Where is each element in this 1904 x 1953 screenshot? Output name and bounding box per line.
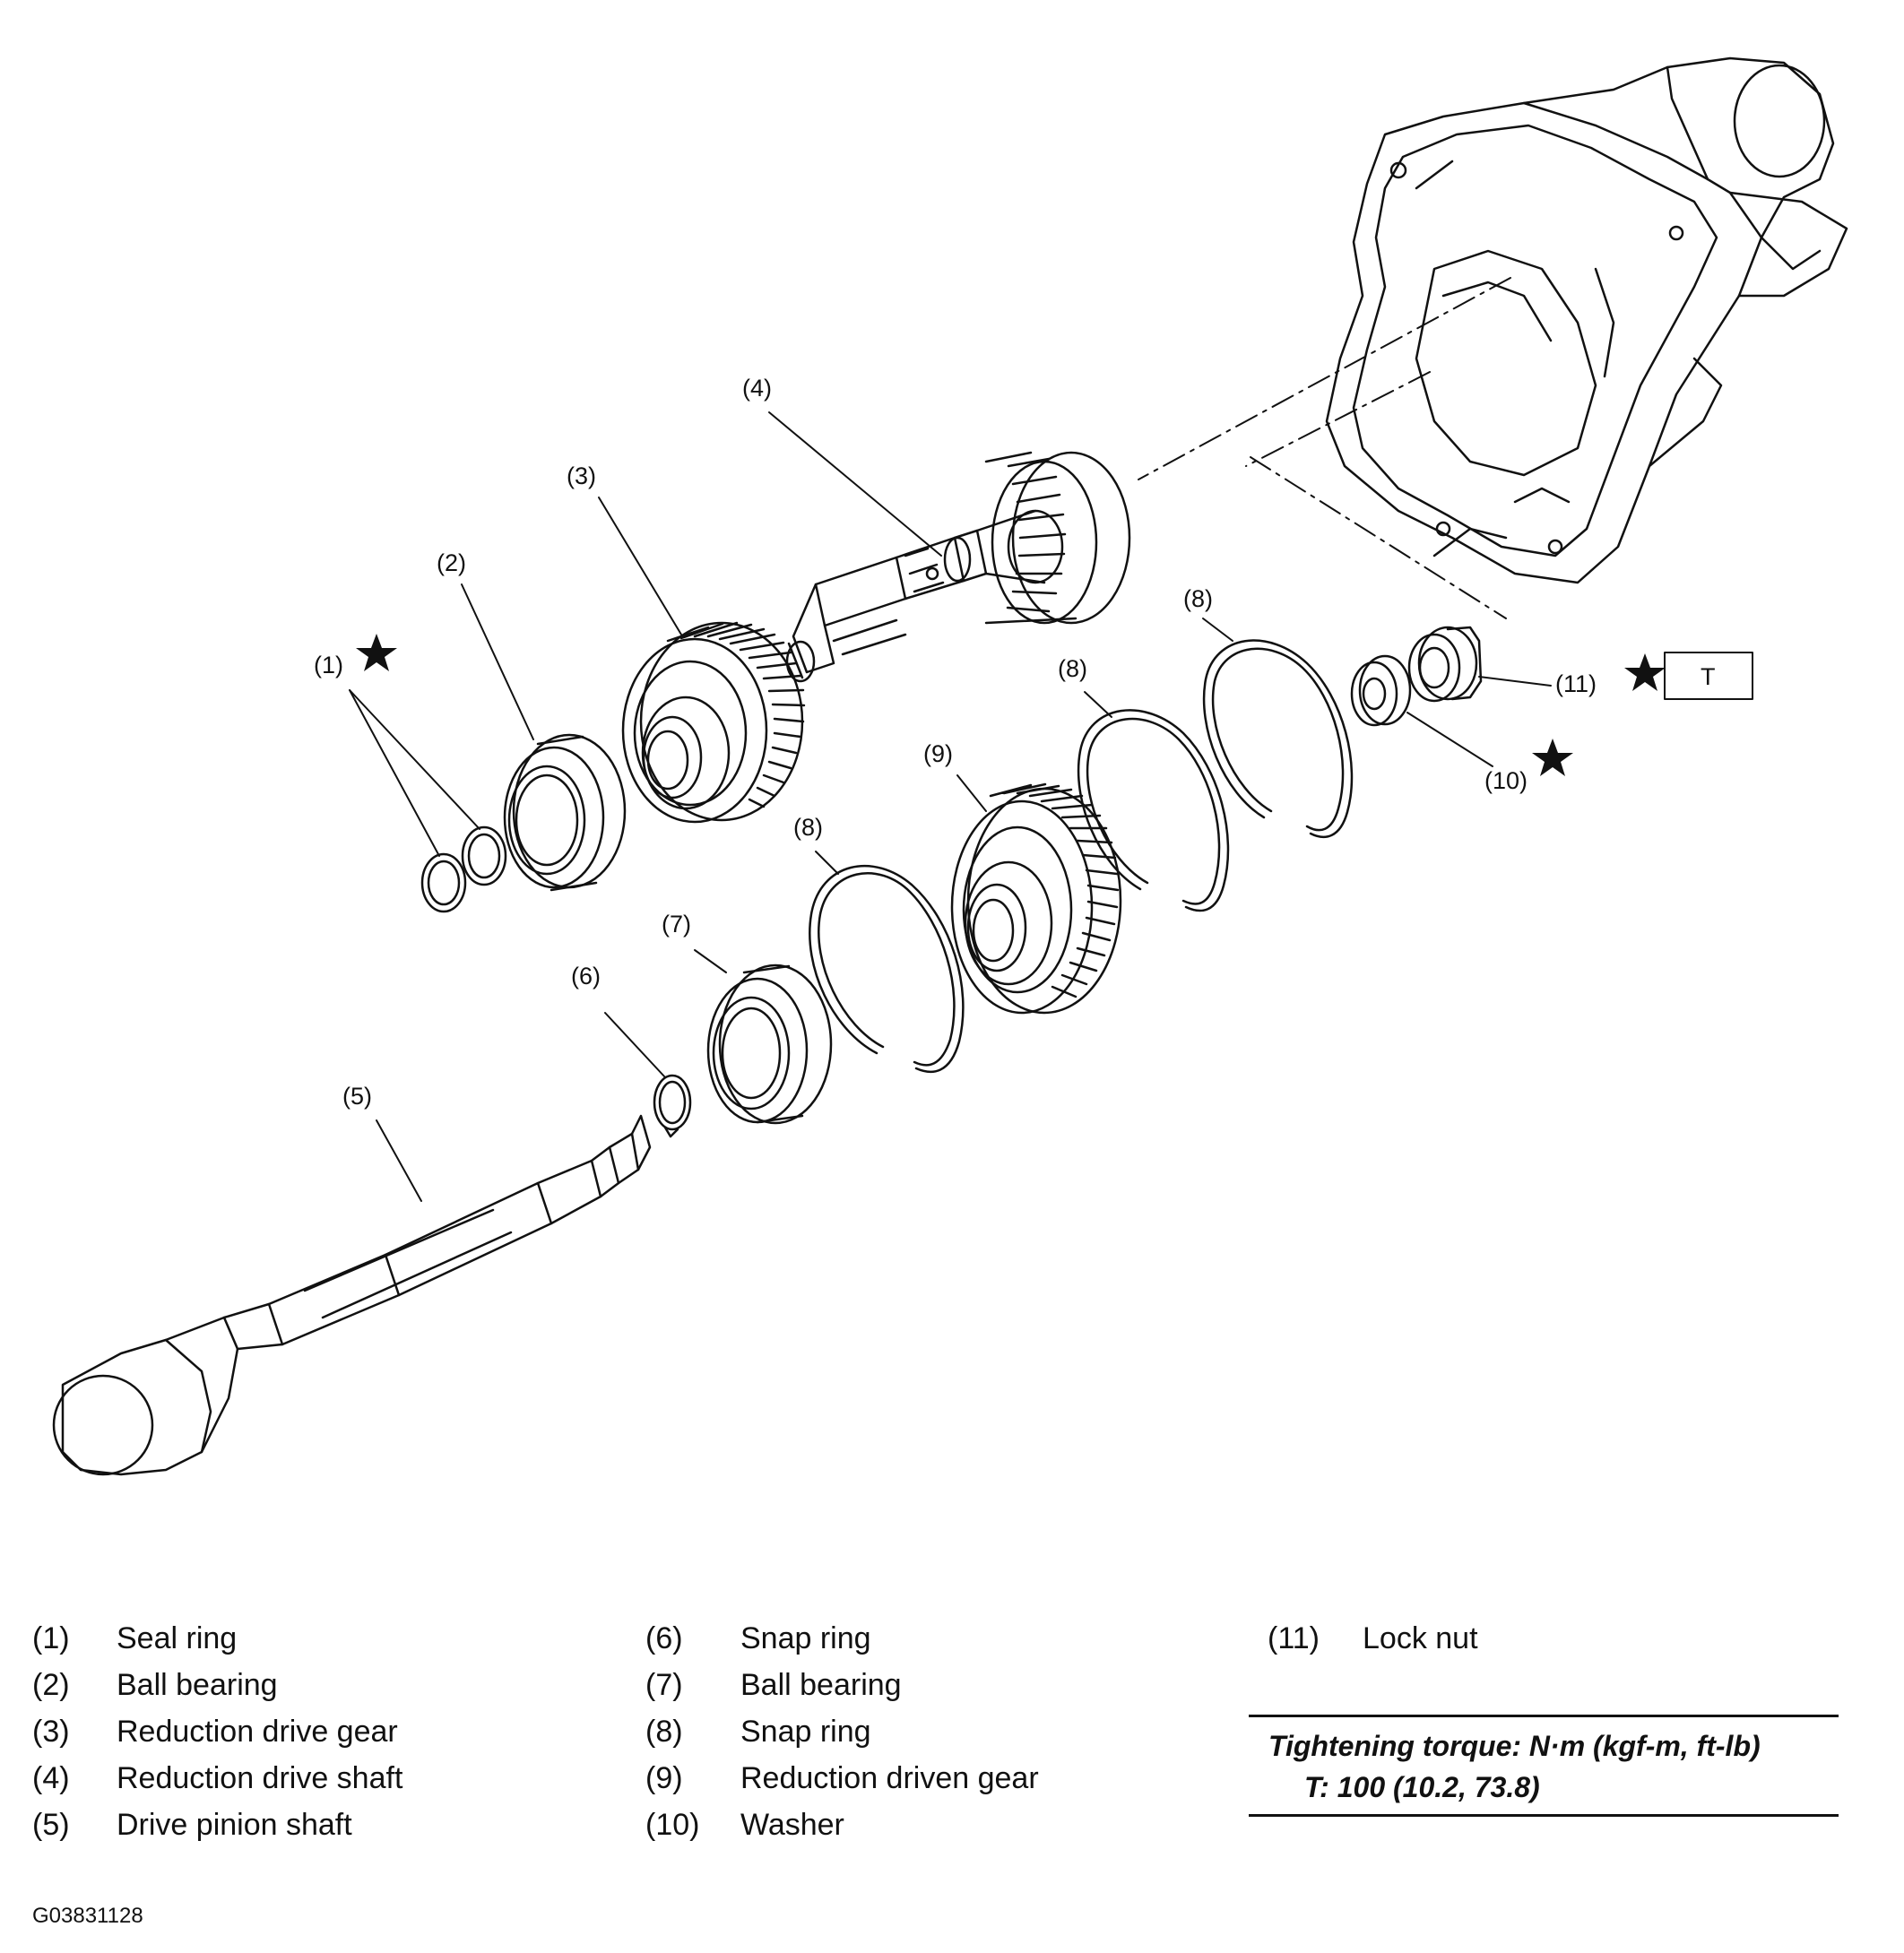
legend-item: (9) Reduction driven gear: [645, 1760, 1183, 1800]
part-reduction-drive-gear: [621, 621, 806, 824]
legend-item: (8) Snap ring: [645, 1714, 1183, 1753]
legend-number: (9): [645, 1761, 683, 1795]
callout-8c: (8): [1183, 585, 1213, 612]
legend-item: (5) Drive pinion shaft: [32, 1807, 570, 1846]
callout-4: (4): [742, 375, 772, 402]
legend-part-name: Drive pinion shaft: [117, 1808, 352, 1842]
callout-labels: (1) (2) (3) (4) (5) (6) (7) (8) (8) (8) …: [314, 375, 1597, 1110]
legend-number: (6): [645, 1621, 683, 1655]
callout-5: (5): [342, 1083, 372, 1110]
legend-part-name: Reduction drive shaft: [117, 1761, 403, 1795]
star-icon: [1624, 653, 1666, 691]
legend-number: (2): [32, 1668, 70, 1702]
part-seal-rings: [420, 825, 507, 913]
tightening-torque-box: Tightening torque: N·m (kgf-m, ft-lb) T:…: [1249, 1715, 1839, 1817]
callout-6: (6): [571, 963, 601, 989]
callout-1: (1): [314, 652, 343, 678]
legend-number: (7): [645, 1668, 683, 1702]
torque-value: T: 100 (10.2, 73.8): [1304, 1771, 1540, 1803]
part-reduction-driven-gear: [950, 782, 1122, 1015]
star-icon: [356, 634, 397, 671]
legend-number: (4): [32, 1761, 70, 1795]
parts-legend: (1) Seal ring (2) Ball bearing (3) Reduction …: [0, 1595, 1904, 1891]
torque-tag: T: [1664, 652, 1753, 700]
callout-11: (11): [1555, 670, 1597, 697]
center-lines: [1138, 277, 1511, 619]
legend-item: (11) Lock nut: [1268, 1620, 1805, 1660]
legend-item: (7) Ball bearing: [645, 1667, 1183, 1707]
callout-7: (7): [662, 911, 691, 938]
torque-tag-label: T: [1701, 663, 1716, 690]
callout-8a: (8): [793, 814, 823, 841]
legend-item: (4) Reduction drive shaft: [32, 1760, 570, 1800]
legend-part-name: Reduction drive gear: [117, 1715, 398, 1749]
legend-part-name: Washer: [740, 1808, 844, 1842]
callout-10: (10): [1484, 767, 1528, 794]
part-drive-pinion-shaft: [52, 1114, 652, 1476]
torque-title: Tightening torque: N·m (kgf-m, ft-lb): [1268, 1730, 1761, 1762]
part-snap-ring-8b: [1077, 709, 1230, 912]
legend-number: (8): [645, 1715, 683, 1749]
callout-9: (9): [923, 740, 953, 767]
star-icon: [1532, 739, 1573, 776]
legend-item: (10) Washer: [645, 1807, 1183, 1846]
legend-number: (10): [645, 1808, 700, 1842]
legend-number: (5): [32, 1808, 70, 1842]
legend-part-name: Ball bearing: [740, 1668, 902, 1702]
legend-number: (3): [32, 1715, 70, 1749]
legend-part-name: Lock nut: [1363, 1621, 1478, 1655]
legend-part-name: Snap ring: [740, 1715, 871, 1749]
callout-8b: (8): [1058, 655, 1087, 682]
part-reduction-drive-shaft: [785, 451, 1131, 683]
callout-2: (2): [437, 549, 466, 576]
legend-item: (6) Snap ring: [645, 1620, 1183, 1660]
callout-3: (3): [567, 462, 596, 489]
legend-item: (2) Ball bearing: [32, 1667, 570, 1707]
part-ball-bearing-7: [706, 964, 833, 1125]
leader-lines: [349, 411, 1552, 1202]
part-washer: [1350, 654, 1412, 727]
legend-part-name: Seal ring: [117, 1621, 238, 1655]
legend-number: (1): [32, 1621, 70, 1655]
legend-part-name: Snap ring: [740, 1621, 871, 1655]
part-snap-ring-8c: [1202, 639, 1354, 839]
part-ball-bearing-2: [503, 733, 627, 892]
legend-item: (1) Seal ring: [32, 1620, 570, 1660]
figure-code: G03831128: [32, 1904, 143, 1928]
legend-part-name: Reduction driven gear: [740, 1761, 1039, 1795]
star-marks: [356, 634, 1666, 776]
exploded-view-diagram: (1) (2) (3) (4) (5) (6) (7) (8) (8) (8) …: [52, 56, 1848, 1476]
part-snap-ring-6: [653, 1074, 692, 1138]
transmission-case: [1325, 56, 1848, 584]
legend-number: (11): [1268, 1621, 1320, 1655]
legend-part-name: Ball bearing: [117, 1668, 278, 1702]
part-lock-nut: [1407, 626, 1483, 703]
legend-item: (3) Reduction drive gear: [32, 1714, 570, 1753]
part-snap-ring-8a: [809, 864, 965, 1074]
